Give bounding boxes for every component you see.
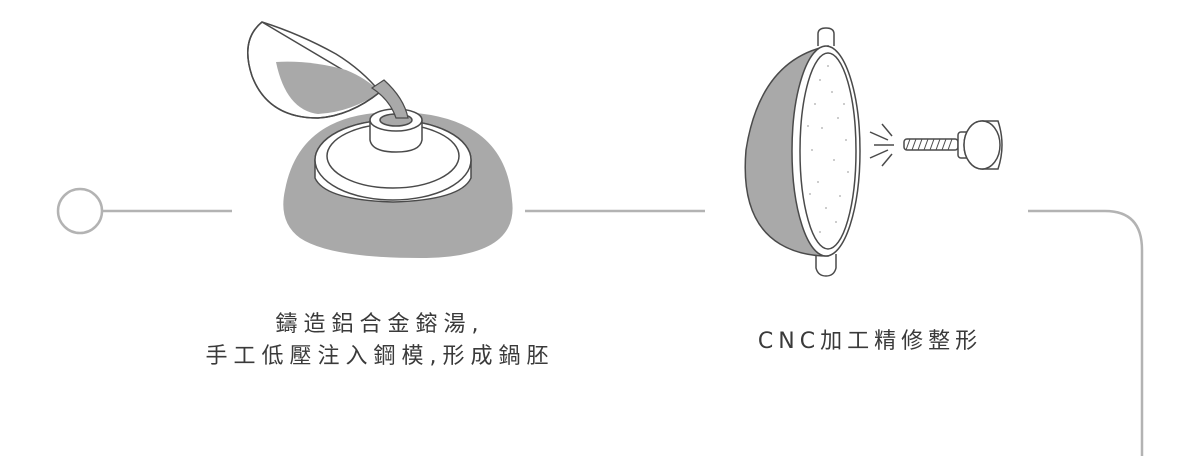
step-1-caption-line-2: 手工低壓注入鋼模,形成鍋胚: [205, 344, 555, 369]
connector-line-3: [1028, 209, 1144, 456]
step-2-caption-line-1: CNC加工精修整形: [757, 329, 983, 354]
start-node: [56, 187, 104, 235]
step-1-caption: 鑄造鋁合金鎔湯, 手工低壓注入鋼模,形成鍋胚: [150, 309, 610, 373]
pouring-molten-aluminum-into-mold-icon: [247, 21, 513, 258]
cnc-machining-pan-icon: [744, 27, 1003, 277]
step-2-caption: CNC加工精修整形: [700, 326, 1040, 358]
step-1-caption-line-1: 鑄造鋁合金鎔湯,: [275, 312, 485, 337]
